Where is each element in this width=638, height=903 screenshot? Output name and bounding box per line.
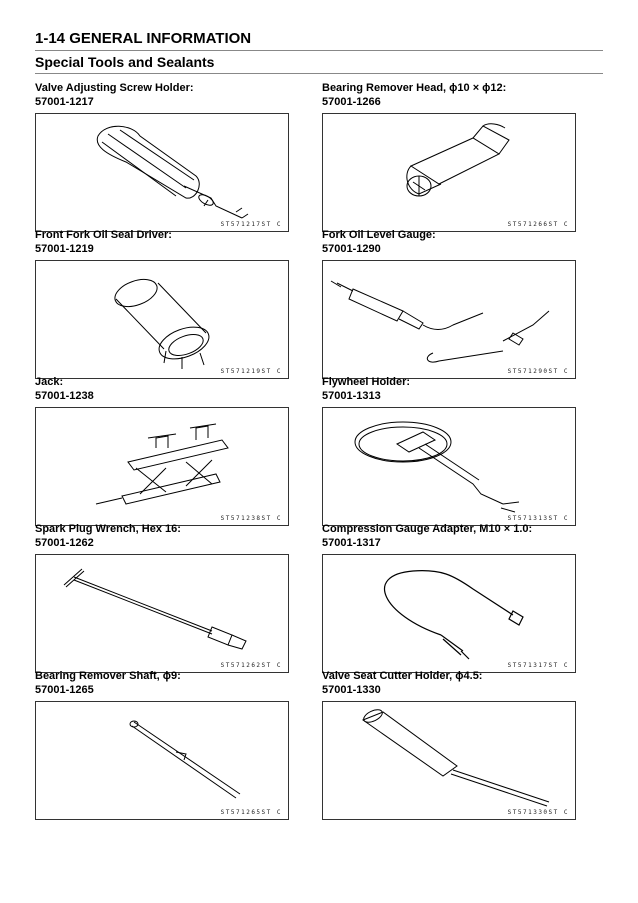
tool-illustration: ST571290ST C [322,260,576,379]
figure-code: ST571317ST C [507,662,569,669]
tool-illustration: ST571317ST C [322,554,576,673]
tool-name: Fork Oil Level Gauge: [322,229,436,241]
flywheel-holder-drawing [354,421,520,513]
tool-bearing-remover-head: Bearing Remover Head, ϕ10 × ϕ12: 57001-1… [322,81,578,232]
header-rule [35,50,603,51]
section-header: 1-14 GENERAL INFORMATION [35,30,252,47]
tool-number: 57001-1290 [322,243,381,255]
tool-illustration: ST571330ST C [322,701,576,820]
tool-illustration: ST571265ST C [35,701,289,820]
tool-number: 57001-1262 [35,537,94,549]
figure-code: ST571330ST C [507,809,569,816]
tool-name: Jack: [35,376,64,388]
tool-name: Spark Plug Wrench, Hex 16: [35,523,181,535]
tool-valve-seat-cutter-holder: Valve Seat Cutter Holder, ϕ4.5: 57001-13… [322,669,578,820]
tool-number: 57001-1330 [322,684,381,696]
jack-drawing [95,423,229,505]
tool-number: 57001-1265 [35,684,94,696]
figure-code: ST571266ST C [507,221,569,228]
tool-name: Valve Seat Cutter Holder, ϕ4.5: [322,670,483,682]
tool-name: Bearing Remover Head, ϕ10 × ϕ12: [322,82,507,94]
tool-illustration: ST571238ST C [35,407,289,526]
tool-bearing-remover-shaft: Bearing Remover Shaft, ϕ9: 57001-1265 ST… [35,669,291,820]
tool-name: Flywheel Holder: [322,376,411,388]
valve-seat-cutter-holder-drawing [361,709,550,807]
tool-number: 57001-1238 [35,390,94,402]
tool-name: Valve Adjusting Screw Holder: [35,82,194,94]
tool-number: 57001-1317 [322,537,381,549]
oil-seal-driver-drawing [114,278,210,369]
tool-front-fork-oil-seal-driver: Front Fork Oil Seal Driver: 57001-1219 S… [35,228,291,379]
tool-flywheel-holder: Flywheel Holder: 57001-1313 ST571313ST C [322,375,578,526]
bearing-remover-head-drawing [406,123,510,197]
tool-illustration: ST571219ST C [35,260,289,379]
tool-illustration: ST571217ST C [35,113,289,232]
figure-code: ST571290ST C [507,368,569,375]
tool-compression-gauge-adapter: Compression Gauge Adapter, M10 × 1.0: 57… [322,522,578,673]
subtitle-rule [35,73,603,74]
figure-code: ST571219ST C [220,368,282,375]
bearing-remover-shaft-drawing [129,720,241,799]
tool-name: Front Fork Oil Seal Driver: [35,229,172,241]
page-subtitle: Special Tools and Sealants [35,54,215,70]
figure-code: ST571217ST C [220,221,282,228]
oil-level-gauge-drawing [330,280,550,363]
tool-number: 57001-1219 [35,243,94,255]
tool-fork-oil-level-gauge: Fork Oil Level Gauge: 57001-1290 ST57129… [322,228,578,379]
tool-number: 57001-1266 [322,96,381,108]
tool-valve-adjusting-screw-holder: Valve Adjusting Screw Holder: 57001-1217… [35,81,291,232]
figure-code: ST571238ST C [220,515,282,522]
figure-code: ST571262ST C [220,662,282,669]
tool-number: 57001-1313 [322,390,381,402]
screwdriver-holder-drawing [96,125,249,219]
tool-illustration: ST571262ST C [35,554,289,673]
tool-illustration: ST571266ST C [322,113,576,232]
tool-spark-plug-wrench: Spark Plug Wrench, Hex 16: 57001-1262 ST… [35,522,291,673]
tool-number: 57001-1217 [35,96,94,108]
tool-name: Compression Gauge Adapter, M10 × 1.0: [322,523,533,535]
tool-jack: Jack: 57001-1238 ST571238ST C [35,375,291,526]
compression-adapter-drawing [383,570,524,660]
figure-code: ST571265ST C [220,809,282,816]
figure-code: ST571313ST C [507,515,569,522]
spark-plug-wrench-drawing [63,568,247,650]
tool-illustration: ST571313ST C [322,407,576,526]
tool-name: Bearing Remover Shaft, ϕ9: [35,670,181,682]
